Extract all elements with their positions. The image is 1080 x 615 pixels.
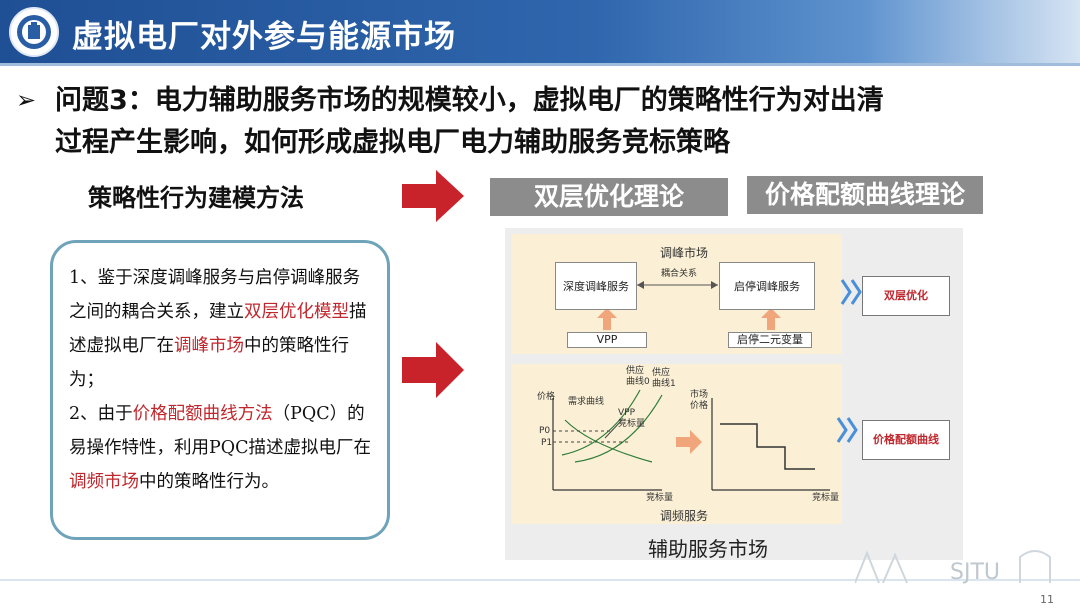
description-point-1: 1、鉴于深度调峰服务与启停调峰服务之间的耦合关系，建立双层优化模型描述虚拟电厂在… bbox=[69, 268, 367, 390]
description-point-2: 2、由于价格配额曲线方法（PQC）的易操作特性，利用PQC描述虚拟电厂在调频市场… bbox=[69, 404, 372, 492]
modeling-method-heading: 策略性行为建模方法 bbox=[88, 184, 304, 212]
bilevel-result-box: 双层优化 bbox=[862, 276, 950, 316]
bullet-arrow-icon: ➢ bbox=[16, 86, 37, 114]
sjtu-watermark-logo: SJTU bbox=[855, 550, 1051, 585]
question-line-1: 问题3：电力辅助服务市场的规模较小，虚拟电厂的策略性行为对出清 bbox=[55, 85, 884, 116]
highlight-bilevel-model: 双层优化模型 bbox=[244, 302, 349, 322]
market-price-axis-label: 市场价格 bbox=[690, 390, 709, 411]
header-bar bbox=[0, 0, 1080, 63]
vpp-box: VPP bbox=[567, 332, 647, 348]
supply-curve-0-label: 供应曲线0 bbox=[626, 366, 650, 387]
header-divider bbox=[0, 63, 1080, 66]
description-box: 1、鉴于深度调峰服务与启停调峰服务之间的耦合关系，建立双层优化模型描述虚拟电厂在… bbox=[50, 240, 390, 540]
tag-price-quota-curve: 价格配额曲线理论 bbox=[747, 176, 983, 214]
supply-curve-1-label: 供应曲线1 bbox=[652, 368, 676, 389]
page-number: 11 bbox=[1040, 593, 1054, 606]
frequency-service-label: 调频服务 bbox=[660, 509, 709, 523]
highlight-frequency-market: 调频市场 bbox=[69, 472, 139, 492]
tag-bilevel-optimization: 双层优化理论 bbox=[490, 178, 728, 216]
footer-line bbox=[0, 579, 1080, 581]
red-arrow-icon bbox=[402, 170, 464, 222]
svg-text:SJTU: SJTU bbox=[950, 560, 1000, 585]
pqc-result-box: 价格配额曲线 bbox=[862, 420, 950, 460]
page-title: 虚拟电厂对外参与能源市场 bbox=[72, 19, 456, 55]
startstop-service-box: 启停调峰服务 bbox=[719, 262, 815, 310]
bid-axis-label-right: 竞标量 bbox=[812, 493, 840, 503]
ancillary-market-label: 辅助服务市场 bbox=[648, 537, 768, 561]
red-arrow-icon bbox=[402, 342, 464, 398]
price-axis-label: 价格 bbox=[537, 392, 556, 402]
question-line-2: 过程产生影响，如何形成虚拟电厂电力辅助服务竞标策略 bbox=[55, 127, 730, 158]
binary-variable-box: 启停二元变量 bbox=[728, 332, 812, 348]
bid-axis-label: 竞标量 bbox=[646, 493, 674, 503]
highlight-pqc-method: 价格配额曲线方法 bbox=[132, 404, 273, 424]
deep-peak-service-box: 深度调峰服务 bbox=[555, 262, 637, 310]
university-logo bbox=[9, 7, 59, 57]
highlight-peak-market: 调峰市场 bbox=[174, 336, 244, 356]
question-text: 问题3：电力辅助服务市场的规模较小，虚拟电厂的策略性行为对出清 过程产生影响，如… bbox=[55, 80, 1065, 164]
p1-label: P1 bbox=[541, 438, 553, 448]
demand-curve-label: 需求曲线 bbox=[568, 397, 605, 407]
coupling-label: 耦合关系 bbox=[661, 269, 698, 279]
peak-market-label: 调峰市场 bbox=[660, 246, 709, 260]
p0-label: P0 bbox=[539, 426, 551, 436]
